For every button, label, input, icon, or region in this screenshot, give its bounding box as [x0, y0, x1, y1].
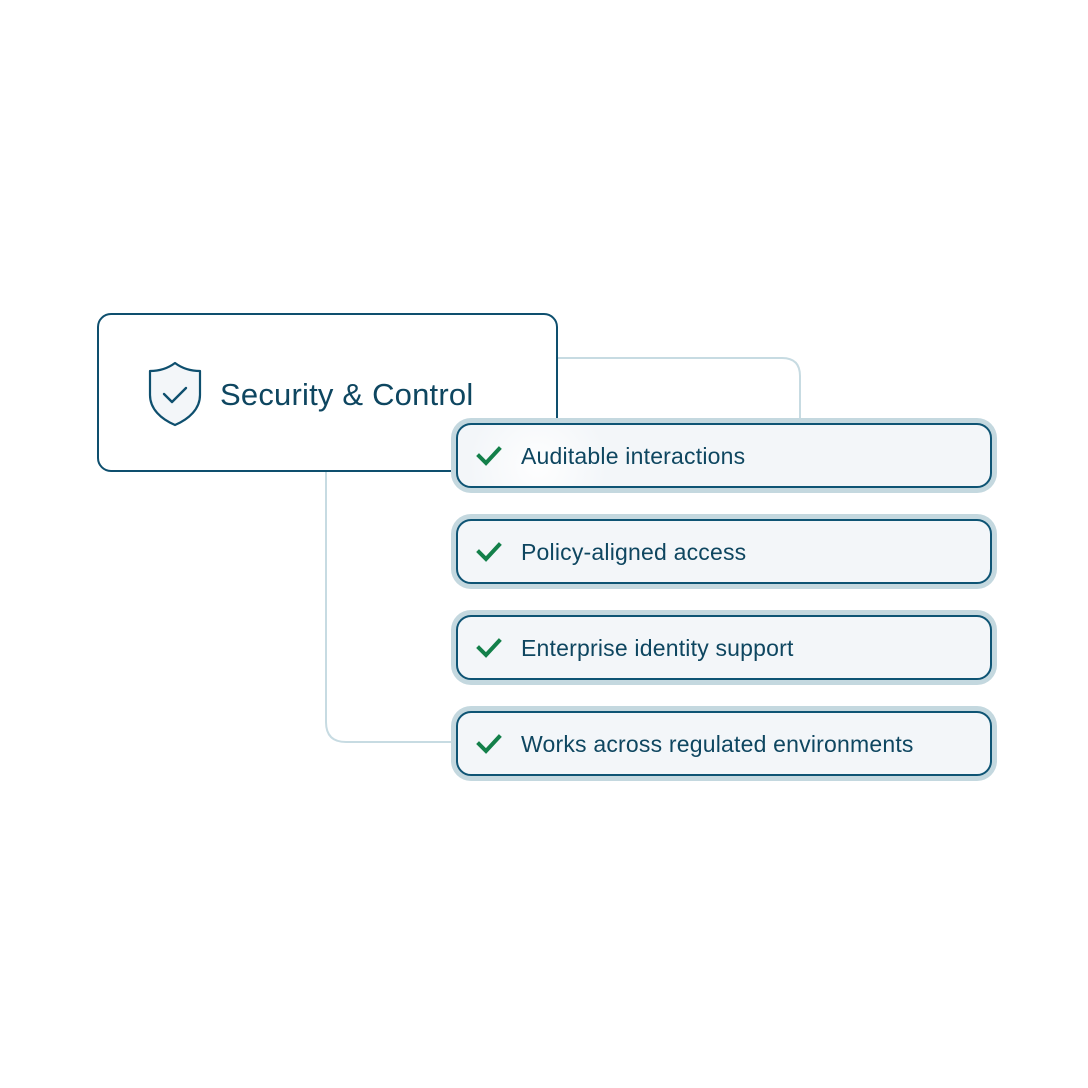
- checkmark-icon: [476, 542, 502, 562]
- feature-item: Auditable interactions: [451, 418, 997, 493]
- feature-item-box: Enterprise identity support: [456, 615, 992, 680]
- feature-item-box: Auditable interactions: [456, 423, 992, 488]
- feature-item: Works across regulated environments: [451, 706, 997, 781]
- shield-check-icon: [148, 361, 202, 427]
- card-title: Security & Control: [220, 377, 474, 412]
- checkmark-icon: [476, 734, 502, 754]
- checkmark-icon: [476, 446, 502, 466]
- feature-label: Policy-aligned access: [521, 539, 747, 565]
- feature-label: Enterprise identity support: [521, 635, 794, 661]
- security-control-card: Security & Control: [97, 313, 558, 472]
- feature-item-box: Works across regulated environments: [456, 711, 992, 776]
- connector-left: [325, 470, 458, 743]
- feature-item: Policy-aligned access: [451, 514, 997, 589]
- connector-top-right: [556, 357, 801, 424]
- feature-item: Enterprise identity support: [451, 610, 997, 685]
- checkmark-icon: [476, 638, 502, 658]
- feature-label: Works across regulated environments: [521, 731, 914, 757]
- feature-item-box: Policy-aligned access: [456, 519, 992, 584]
- feature-label: Auditable interactions: [521, 443, 746, 469]
